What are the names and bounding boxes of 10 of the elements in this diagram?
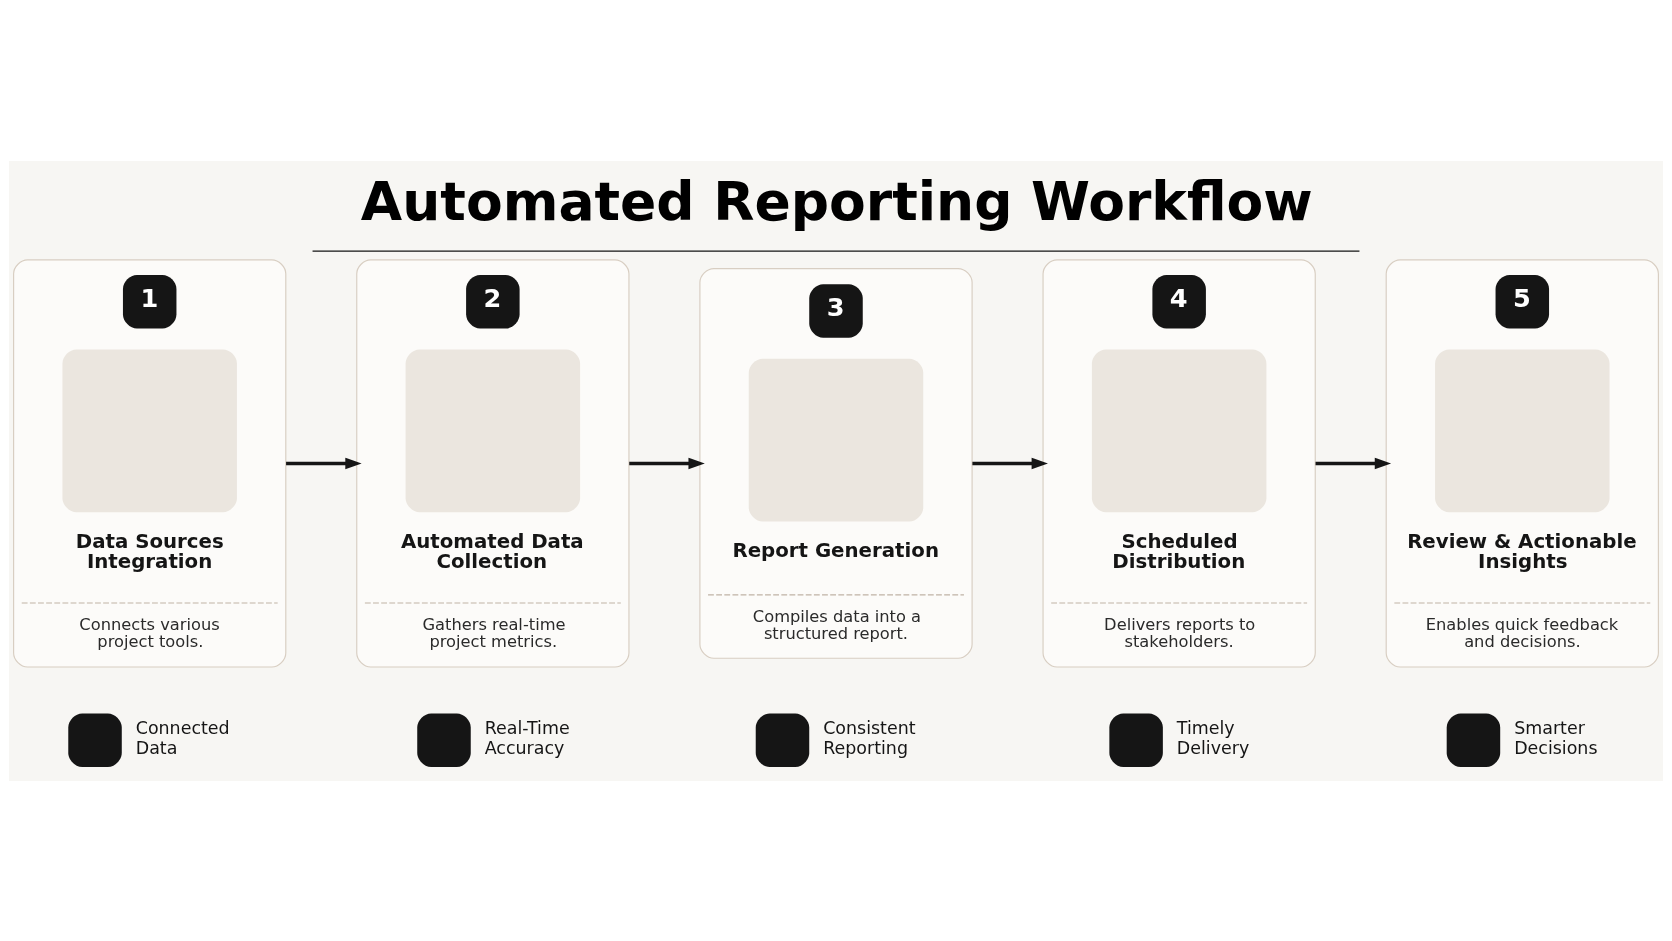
arrow — [972, 457, 1048, 469]
arrow — [286, 457, 362, 469]
arrow — [1315, 457, 1392, 469]
diagram-title: Automated Reporting Workflow — [360, 169, 1313, 233]
label: Smarter Decisions — [1514, 717, 1598, 758]
label: Consistent Reporting — [823, 717, 916, 758]
label: Real-Time Accuracy — [484, 717, 570, 758]
label: Connected Data — [135, 717, 230, 758]
label: Timely Delivery — [1176, 717, 1250, 758]
arrow — [629, 457, 705, 469]
